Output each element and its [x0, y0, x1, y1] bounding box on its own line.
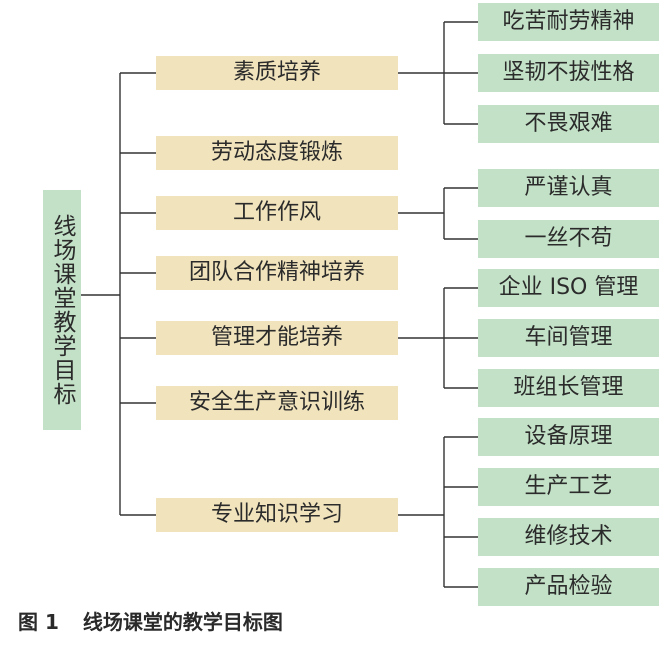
- leaf-maintenance-tech: 维修技术: [478, 518, 659, 556]
- root-node: 线场课堂教学目标: [43, 190, 81, 430]
- leaf-product-inspection: 产品检验: [478, 568, 659, 606]
- leaf-meticulous: 一丝不苟: [478, 220, 659, 258]
- branch-management-skills: 管理才能培养: [156, 321, 398, 355]
- leaf-workshop-management: 车间管理: [478, 319, 659, 357]
- figure-title: 线场课堂的教学目标图: [82, 610, 283, 634]
- leaf-production-process: 生产工艺: [478, 468, 659, 506]
- leaf-iso-management: 企业 ISO 管理: [478, 269, 659, 307]
- leaf-fearless: 不畏艰难: [478, 105, 659, 143]
- leaf-perseverance: 坚韧不拔性格: [478, 54, 659, 92]
- branch-labor-attitude: 劳动态度锻炼: [156, 136, 398, 170]
- leaf-hardworking: 吃苦耐劳精神: [478, 3, 659, 41]
- leaf-rigorous: 严谨认真: [478, 169, 659, 207]
- branch-professional-knowledge: 专业知识学习: [156, 498, 398, 532]
- leaf-equipment-principles: 设备原理: [478, 418, 659, 456]
- branch-safety-awareness: 安全生产意识训练: [156, 386, 398, 420]
- figure-number: 图 1: [18, 610, 59, 634]
- figure-caption: 图 1 线场课堂的教学目标图: [18, 606, 283, 635]
- branch-work-style: 工作作风: [156, 196, 398, 230]
- branch-quality-training: 素质培养: [156, 56, 398, 90]
- leaf-team-leader-management: 班组长管理: [478, 369, 659, 407]
- branch-teamwork: 团队合作精神培养: [156, 256, 398, 290]
